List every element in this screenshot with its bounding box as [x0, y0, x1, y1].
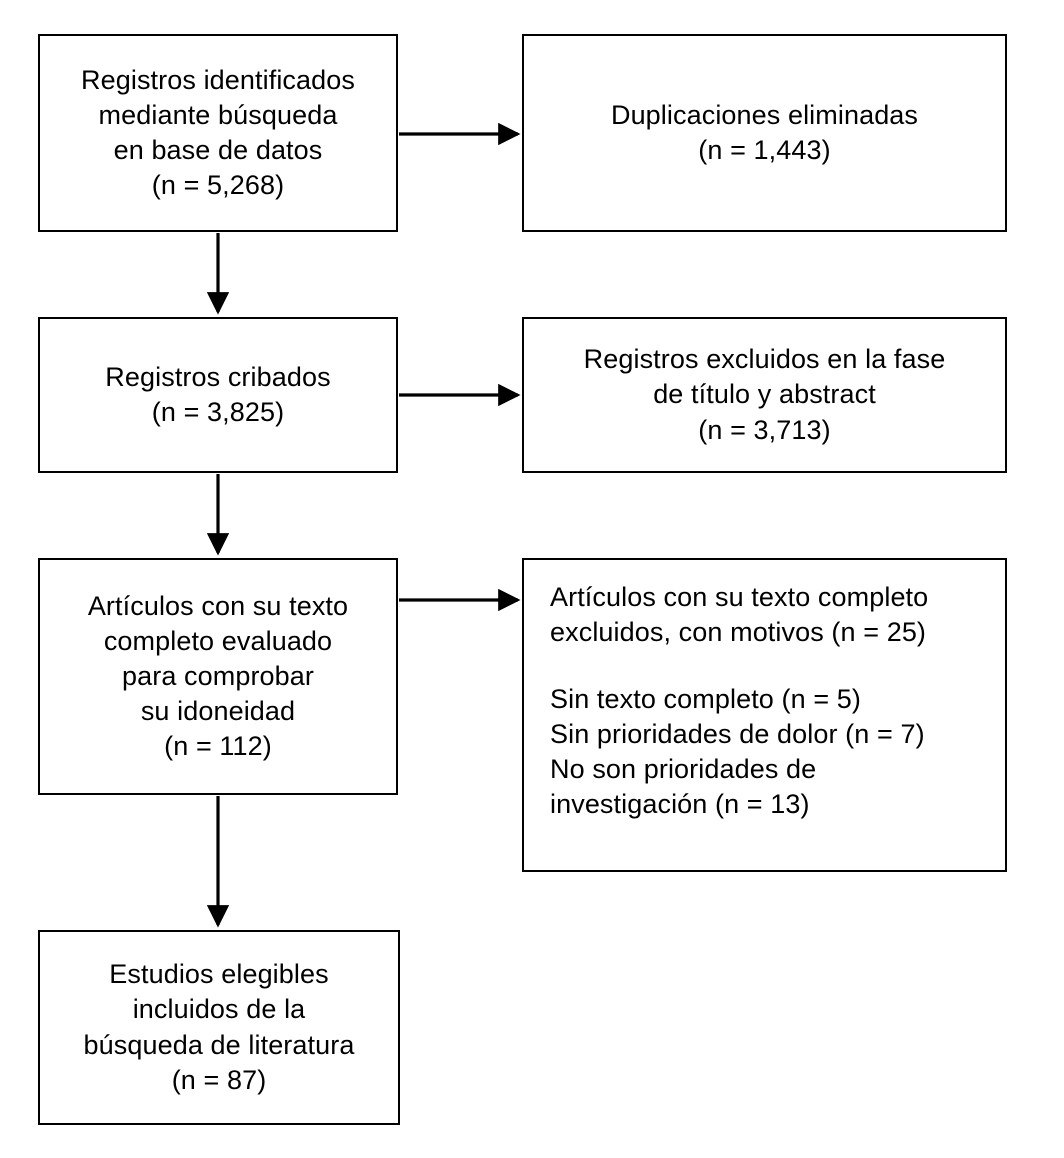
- node-records-screened: Registros cribados (n = 3,825): [38, 317, 398, 473]
- node-line: Artículos con su texto completo: [550, 582, 929, 612]
- node-count: (n = 3,713): [698, 414, 831, 445]
- node-fulltext-excluded: Artículos con su texto completo excluido…: [522, 558, 1007, 872]
- exclusion-reason: No son prioridades de: [550, 754, 817, 785]
- node-line: completo evaluado: [103, 625, 333, 656]
- node-count: (n = 1,443): [698, 135, 831, 165]
- node-line: Estudios elegibles: [109, 959, 329, 990]
- exclusion-reason: investigación (n = 13): [550, 789, 810, 820]
- node-line: de título y abstract: [653, 379, 876, 410]
- node-line: Duplicaciones eliminadas: [610, 99, 919, 130]
- node-line: incluidos de la: [132, 994, 306, 1025]
- node-line: Registros cribados: [105, 361, 331, 392]
- node-count: (n = 87): [171, 1064, 267, 1095]
- node-duplicates-removed: Duplicaciones eliminadas (n = 1,443): [522, 34, 1007, 232]
- node-line: búsqueda de literatura: [83, 1029, 355, 1060]
- node-records-excluded: Registros excluidos en la fase de título…: [522, 317, 1007, 473]
- node-count: (n = 112): [164, 731, 272, 762]
- node-line: su idoneidad: [140, 696, 296, 727]
- node-records-identified: Registros identificados mediante búsqued…: [38, 34, 398, 232]
- node-line: en base de datos: [113, 135, 323, 165]
- exclusion-reason: Sin prioridades de dolor (n = 7): [550, 719, 925, 750]
- node-studies-included: Estudios elegibles incluidos de la búsqu…: [38, 930, 400, 1125]
- node-line: Registros identificados: [81, 64, 355, 95]
- node-line: para comprobar: [122, 660, 314, 691]
- node-line: excluidos, con motivos (n = 25): [550, 617, 927, 648]
- node-count: (n = 3,825): [151, 397, 285, 427]
- node-count: (n = 5,268): [151, 170, 285, 201]
- exclusion-reason: Sin texto completo (n = 5): [550, 684, 862, 715]
- node-line: Registros excluidos en la fase: [583, 344, 946, 375]
- node-fulltext-assessed: Artículos con su texto completo evaluado…: [38, 558, 398, 795]
- node-line: mediante búsqueda: [98, 99, 338, 130]
- node-line: Artículos con su texto: [87, 590, 349, 621]
